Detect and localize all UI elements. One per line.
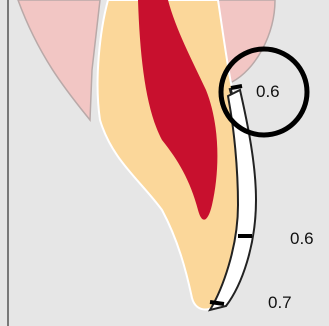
tick-mark-margin xyxy=(231,86,242,88)
measurement-label-mid: 0.6 xyxy=(290,229,314,248)
measurement-label-margin: 0.6 xyxy=(256,82,280,101)
measurement-label-tip: 0.7 xyxy=(268,293,292,312)
tick-mark-tip xyxy=(210,302,224,304)
